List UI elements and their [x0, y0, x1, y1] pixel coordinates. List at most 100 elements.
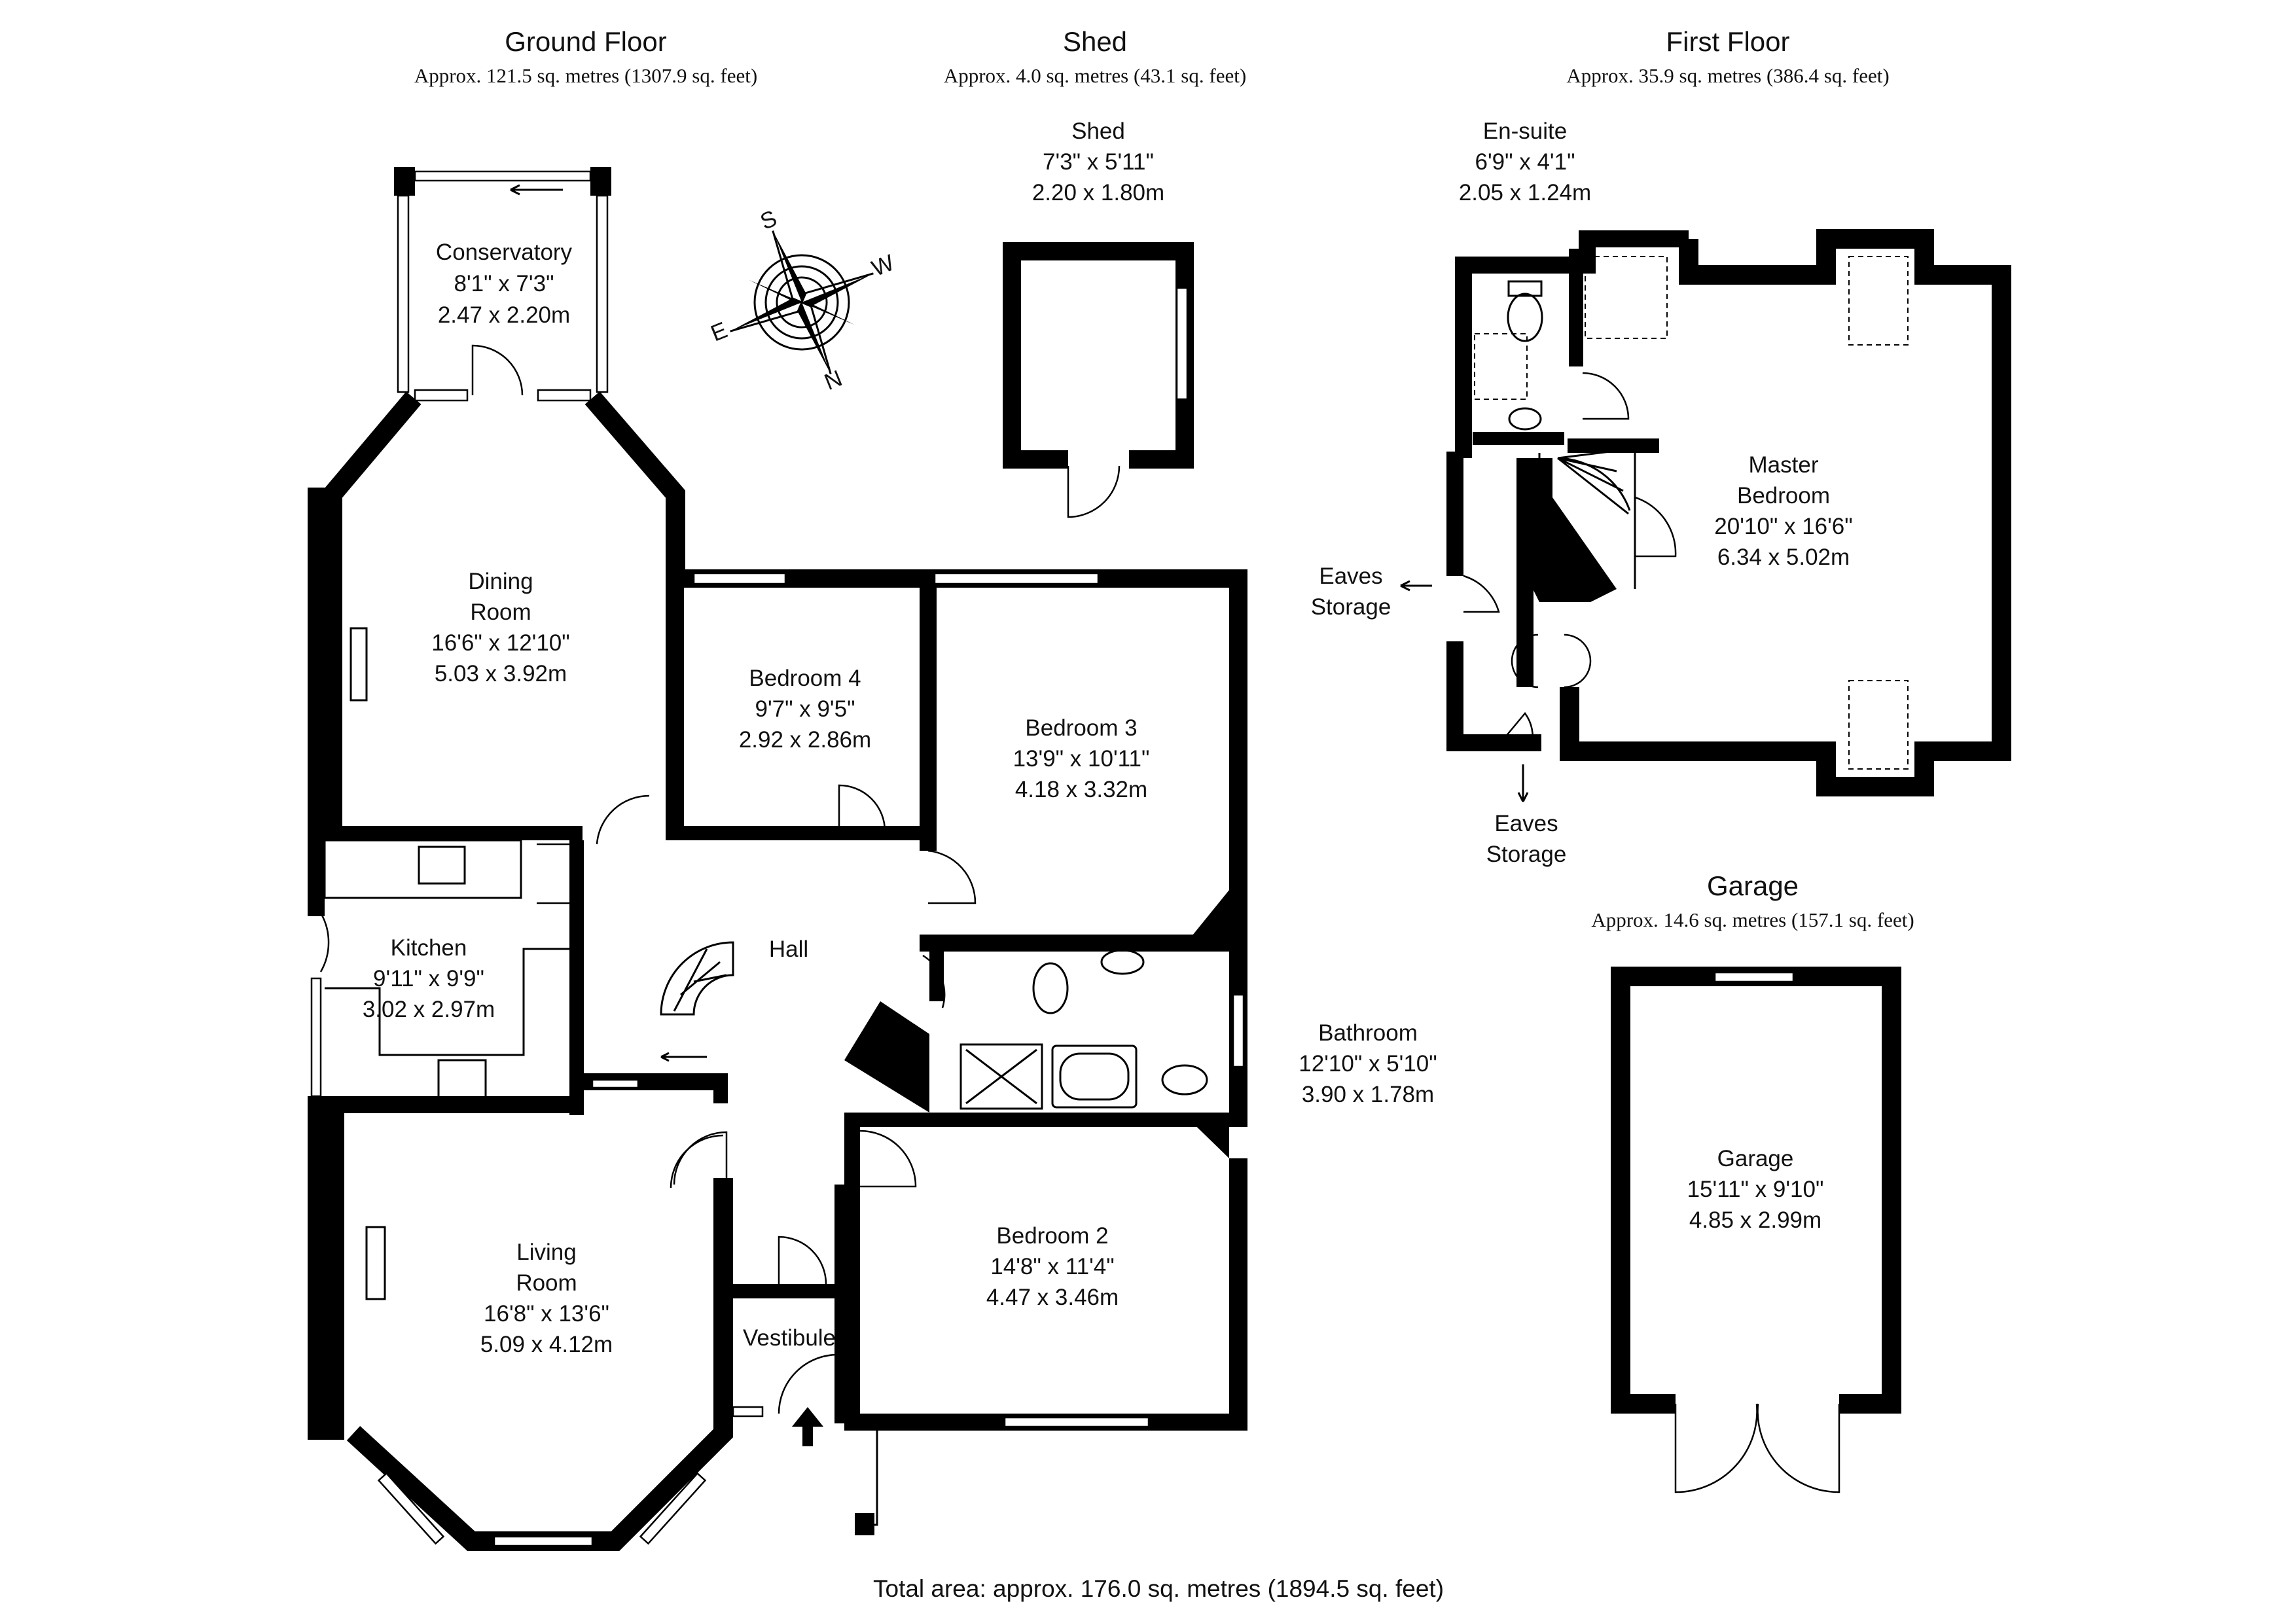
wall-segment — [394, 167, 415, 196]
wall-segment — [308, 826, 583, 840]
eaves-storage-1-name-2: Storage — [1311, 594, 1391, 620]
hall-area — [583, 794, 734, 1185]
bedroom-2-walls — [844, 1113, 1247, 1431]
window — [591, 1079, 639, 1089]
garage-area: Approx. 14.6 sq. metres (157.1 sq. feet) — [1591, 908, 1914, 931]
door-swing — [778, 1236, 827, 1285]
bedroom-2-imperial: 14'8" x 11'4" — [990, 1254, 1114, 1279]
wall-segment — [1569, 249, 1583, 366]
wall-segment — [713, 1284, 844, 1298]
master-bedroom-name-1: Master — [1749, 452, 1819, 478]
vestibule-name: Vestibule — [743, 1325, 836, 1351]
ground-floor-title: Ground Floor — [505, 26, 666, 57]
dining-room-walls — [308, 391, 685, 916]
compass-n: N — [821, 365, 846, 395]
wall-segment — [1473, 432, 1564, 445]
vestibule-walls — [713, 1178, 878, 1535]
door-swing — [778, 1353, 839, 1414]
wall-segment — [844, 1113, 860, 1430]
living-room-name-1: Living — [516, 1240, 576, 1265]
master-bedroom-name-2: Bedroom — [1737, 483, 1830, 508]
wall-segment — [308, 488, 325, 916]
kitchen-metric: 3.02 x 2.97m — [363, 997, 495, 1022]
door-swing — [922, 954, 946, 1008]
bedroom-4-name: Bedroom 4 — [749, 666, 861, 691]
window — [692, 572, 787, 585]
total-area: Total area: approx. 176.0 sq. metres (18… — [873, 1575, 1444, 1602]
bedroom-3-imperial: 13'9" x 10'11" — [1013, 746, 1150, 772]
door-swing — [319, 912, 330, 972]
door-swing — [1582, 372, 1630, 420]
door-swing — [670, 1134, 724, 1188]
conservatory-metric: 2.47 x 2.20m — [438, 302, 570, 328]
wall-segment — [666, 826, 927, 840]
wall-segment — [346, 1178, 733, 1551]
garage-header: Garage Approx. 14.6 sq. metres (157.1 sq… — [1591, 870, 1914, 931]
first-floor-title: First Floor — [1666, 26, 1790, 57]
wall-segment — [569, 840, 584, 1115]
shed-plan: Shed 7'3" x 5'11" 2.20 x 1.80m — [1003, 118, 1194, 518]
compass-w: W — [868, 250, 897, 282]
kitchen-name: Kitchen — [391, 935, 467, 961]
wall-segment — [308, 1109, 344, 1440]
ground-floor-plan: S N E W Conservatory 8'1" x 7'3" 2.47 x … — [308, 167, 1437, 1551]
sink — [418, 846, 466, 885]
kitchen-walls — [308, 826, 584, 1115]
wall-segment — [666, 569, 684, 831]
window — [933, 572, 1100, 585]
window — [732, 1406, 764, 1418]
master-bedroom-imperial: 20'10" x 16'6" — [1714, 514, 1852, 539]
shed-labels: Shed 7'3" x 5'11" 2.20 x 1.80m — [1032, 118, 1164, 205]
door-swing — [1498, 711, 1534, 747]
conservatory — [394, 167, 611, 402]
living-room-walls — [308, 1109, 733, 1551]
wall-segment — [844, 1001, 929, 1113]
master-bedroom-metric: 6.34 x 5.02m — [1717, 544, 1850, 570]
shower-tray — [965, 1048, 1037, 1105]
door-swing — [859, 1130, 917, 1188]
shed-header: Shed Approx. 4.0 sq. metres (43.1 sq. fe… — [944, 26, 1246, 87]
garage-title: Garage — [1707, 870, 1799, 901]
garage-name: Garage — [1717, 1146, 1794, 1171]
bedroom-3-name: Bedroom 3 — [1025, 715, 1137, 741]
compass-s: S — [757, 205, 780, 235]
ground-floor-area: Approx. 121.5 sq. metres (1307.9 sq. fee… — [414, 64, 757, 87]
sliding-door-arrow — [510, 184, 563, 196]
kitchen-imperial: 9'11" x 9'9" — [373, 966, 484, 991]
hob — [437, 1059, 487, 1101]
wall-segment — [1229, 1158, 1247, 1430]
wall-segment — [844, 1113, 1247, 1127]
door-swing — [1067, 465, 1121, 518]
bathroom-walls — [844, 942, 1247, 1158]
garage-metric: 4.85 x 2.99m — [1689, 1207, 1821, 1233]
stair-void — [1533, 458, 1617, 602]
shower-area — [1474, 333, 1528, 400]
wall-segment — [713, 1073, 728, 1103]
compass-e: E — [708, 317, 731, 347]
living-room-name-2: Room — [516, 1270, 577, 1296]
garage-double-door — [1674, 1403, 1840, 1493]
compass-ring — [753, 254, 850, 351]
eaves-storage-2-name-2: Storage — [1486, 842, 1567, 867]
first-floor-area: Approx. 35.9 sq. metres (386.4 sq. feet) — [1566, 64, 1889, 87]
window — [596, 194, 609, 393]
dining-room-name-1: Dining — [468, 569, 533, 594]
dining-room-name-2: Room — [470, 599, 531, 625]
garage-imperial: 15'11" x 9'10" — [1687, 1177, 1824, 1202]
bedroom-2-name: Bedroom 2 — [996, 1223, 1108, 1249]
wall-segment — [920, 935, 1247, 952]
toilet — [1032, 962, 1069, 1014]
ensuite-name: En-suite — [1483, 118, 1567, 144]
window — [1713, 971, 1795, 983]
eaves-storage-1-name-1: Eaves — [1319, 563, 1382, 589]
living-room-metric: 5.09 x 4.12m — [480, 1332, 613, 1357]
shed-area: Approx. 4.0 sq. metres (43.1 sq. feet) — [944, 64, 1246, 87]
door-swing — [1634, 496, 1677, 558]
wall-segment — [590, 167, 611, 196]
compass-rose-icon: S N E W — [708, 205, 898, 395]
double-door — [537, 843, 584, 904]
garage-labels: Garage 15'11" x 9'10" 4.85 x 2.99m — [1687, 1146, 1824, 1233]
bedroom-4-walls — [666, 569, 937, 851]
bedroom-4-imperial: 9'7" x 9'5" — [755, 696, 855, 722]
